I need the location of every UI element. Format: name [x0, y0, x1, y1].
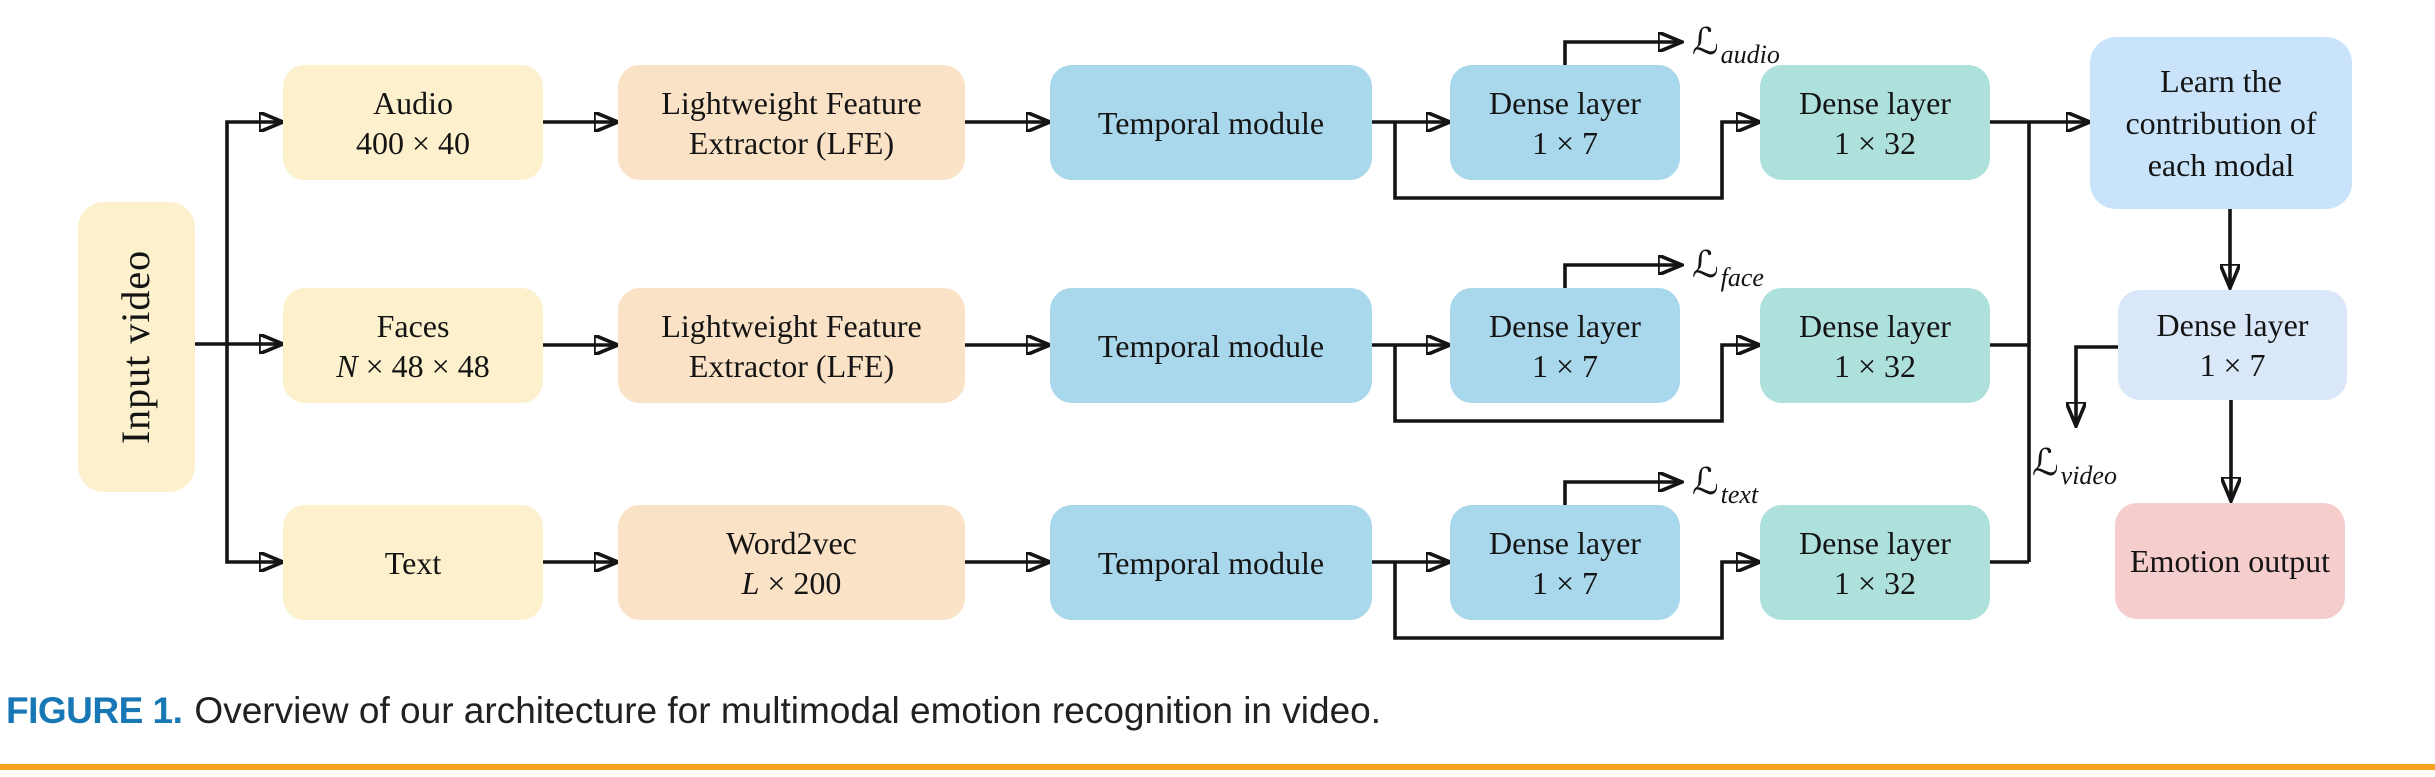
temporal-audio-label: Temporal module — [1097, 104, 1325, 141]
dense7-audio-label: Dense layer 1 × 7 — [1489, 84, 1641, 161]
arrow-trunk-to-text — [225, 344, 281, 562]
loss-sub-text: text — [1720, 480, 1759, 509]
temporal-faces-label: Temporal module — [1097, 327, 1325, 364]
node-temporal-text: Temporal module — [1050, 505, 1372, 620]
loss-sub-video: video — [2060, 461, 2117, 490]
node-dense7-fusion: Dense layer 1 × 7 — [2118, 290, 2347, 400]
node-emotion-output: Emotion output — [2115, 503, 2345, 619]
emotion-output-label: Emotion output — [2130, 543, 2330, 579]
node-source-text: Text — [283, 505, 543, 620]
word2vec-line2: L × 200 — [741, 564, 842, 601]
node-temporal-audio: Temporal module — [1050, 65, 1372, 180]
loss-label-video: ℒvideo — [2032, 440, 2117, 490]
input-video-label: Input video — [113, 249, 159, 445]
node-dense32-audio: Dense layer 1 × 32 — [1760, 65, 1990, 180]
figure-caption-label: FIGURE 1. — [6, 690, 183, 731]
node-source-audio: Audio 400 × 40 — [283, 65, 543, 180]
node-lfe-audio: Lightweight Feature Extractor (LFE) — [618, 65, 965, 180]
figure-caption-text: Overview of our architecture for multimo… — [194, 690, 1382, 731]
dense32-text-label: Dense layer 1 × 32 — [1799, 524, 1951, 601]
loss-label-text: ℒtext — [1692, 459, 1758, 509]
node-learn-contribution: Learn the contribution of each modal — [2090, 37, 2352, 209]
node-input-video: Input video — [78, 202, 195, 492]
arrow-loss-face — [1563, 265, 1680, 288]
word2vec-line1: Word2vec — [726, 524, 857, 561]
figure-caption: FIGURE 1. Overview of our architecture fo… — [6, 691, 1381, 731]
arrow-bypass-to-dense32-1 — [1393, 122, 1758, 200]
loss-symbol-face: ℒ — [1692, 243, 1719, 286]
lfe-audio-line2: Extractor (LFE) — [688, 124, 895, 161]
source-text-title: Text — [384, 544, 442, 581]
dense7-faces-label: Dense layer 1 × 7 — [1489, 307, 1641, 384]
source-faces-dims: N × 48 × 48 — [336, 347, 490, 384]
dense32-faces-label: Dense layer 1 × 32 — [1799, 307, 1951, 384]
input-video-label-wrap: Input video — [78, 202, 195, 492]
arrow-loss-video — [2076, 345, 2118, 424]
node-word2vec: Word2vec L × 200 — [618, 505, 965, 620]
node-dense32-faces: Dense layer 1 × 32 — [1760, 288, 1990, 403]
node-lfe-faces: Lightweight Feature Extractor (LFE) — [618, 288, 965, 403]
bottom-rule — [0, 764, 2435, 770]
source-audio-title: Audio — [373, 84, 453, 121]
loss-symbol-audio: ℒ — [1692, 20, 1719, 63]
node-dense32-text: Dense layer 1 × 32 — [1760, 505, 1990, 620]
loss-label-face: ℒface — [1692, 242, 1764, 292]
dense32-audio-label: Dense layer 1 × 32 — [1799, 84, 1951, 161]
node-dense7-text: Dense layer 1 × 7 — [1450, 505, 1680, 620]
loss-symbol-text: ℒ — [1692, 460, 1719, 503]
node-source-faces: Faces N × 48 × 48 — [283, 288, 543, 403]
lfe-audio-line1: Lightweight Feature — [661, 84, 922, 121]
lfe-faces-line1: Lightweight Feature — [661, 307, 922, 344]
source-audio-dims: 400 × 40 — [355, 124, 471, 161]
node-dense7-audio: Dense layer 1 × 7 — [1450, 65, 1680, 180]
dense7-fusion-label: Dense layer 1 × 7 — [2156, 307, 2309, 383]
arrow-bypass-to-dense32-2 — [1393, 345, 1758, 423]
loss-sub-face: face — [1720, 263, 1764, 292]
arrow-trunk-to-audio — [225, 122, 281, 344]
arrow-loss-audio — [1563, 42, 1680, 65]
source-faces-title: Faces — [376, 307, 450, 344]
arrow-bypass-to-dense32-3 — [1393, 562, 1758, 640]
loss-sub-audio: audio — [1720, 40, 1780, 69]
node-temporal-faces: Temporal module — [1050, 288, 1372, 403]
temporal-text-label: Temporal module — [1097, 544, 1325, 581]
learn-contribution-label: Learn the contribution of each modal — [2125, 63, 2317, 183]
dense7-text-label: Dense layer 1 × 7 — [1489, 524, 1641, 601]
node-dense7-faces: Dense layer 1 × 7 — [1450, 288, 1680, 403]
arrow-loss-text — [1563, 482, 1680, 505]
lfe-faces-line2: Extractor (LFE) — [688, 347, 895, 384]
loss-symbol-video: ℒ — [2032, 441, 2059, 484]
loss-label-audio: ℒaudio — [1692, 19, 1780, 69]
